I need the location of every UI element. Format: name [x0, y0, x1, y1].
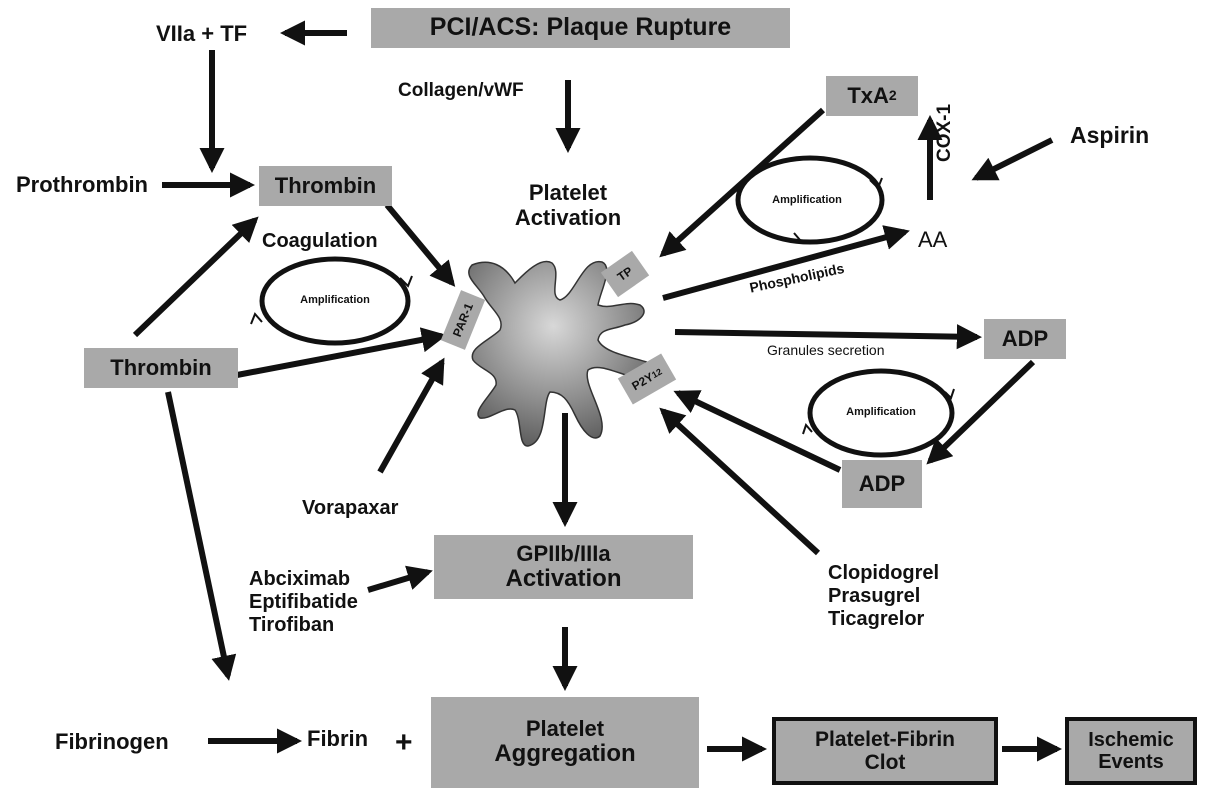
prothrombin-label: Prothrombin: [16, 172, 148, 197]
arrow-vorapaxar-to-par1: [380, 362, 442, 472]
coagulation-label: Coagulation: [262, 230, 378, 253]
arrow-thrombin-to-par1: [387, 205, 452, 283]
arrow-adp-down: [930, 362, 1033, 461]
gpiib-line1: GPIIb/IIIa: [516, 542, 610, 566]
clot-line1: Platelet-Fibrin: [815, 728, 955, 751]
aspirin-label: Aspirin: [1070, 122, 1149, 148]
arrow-aspirin-to-cox1: [976, 140, 1052, 178]
arrow-granules-to-adp: [675, 332, 977, 337]
platelet-fibrin-clot-box: Platelet-Fibrin Clot: [772, 717, 998, 785]
txa2-main-text: TxA: [847, 84, 889, 108]
eptifibatide-label: Eptifibatide: [249, 591, 358, 614]
abciximab-label: Abciximab: [249, 568, 358, 591]
arrow-abciximab-to-gpiib: [368, 572, 428, 590]
tirofiban-label: Tirofiban: [249, 614, 358, 637]
p2y12-inhibitors-list: Clopidogrel Prasugrel Ticagrelor: [828, 562, 939, 631]
clopidogrel-label: Clopidogrel: [828, 562, 939, 585]
arrow-thrombin-left-up: [135, 220, 255, 335]
ticagrelor-label: Ticagrelor: [828, 608, 939, 631]
fibrinogen-label: Fibrinogen: [55, 729, 169, 754]
ischemic-events-box: Ischemic Events: [1065, 717, 1197, 785]
cox1-label: COX-1: [934, 104, 956, 162]
pci-acs-box: PCI/ACS: Plaque Rupture: [371, 8, 790, 48]
adp-top-box: ADP: [984, 319, 1066, 359]
platelet-activation-line2: Activation: [505, 205, 631, 230]
loop-arrowhead-left-2: [251, 314, 262, 324]
collagen-vwf-label: Collagen/vWF: [398, 80, 524, 102]
platelet-activation-line1: Platelet: [505, 180, 631, 205]
fibrin-label: Fibrin: [307, 726, 368, 751]
arrow-thrombin-to-fibrin: [168, 392, 228, 676]
adp-bottom-box: ADP: [842, 460, 922, 508]
granules-secretion-label: Granules secretion: [767, 342, 885, 358]
vorapaxar-label: Vorapaxar: [302, 497, 398, 520]
plus-sign: +: [395, 726, 413, 761]
gp-inhibitors-list: Abciximab Eptifibatide Tirofiban: [249, 568, 358, 637]
aa-label: AA: [918, 227, 947, 252]
aggregation-line2: Aggregation: [494, 741, 635, 767]
ischemic-line2: Events: [1098, 751, 1164, 773]
amplification-label-bottom-right: Amplification: [826, 406, 936, 418]
arrow-clopidogrel-to-p2y12: [663, 411, 818, 553]
clot-line2: Clot: [865, 751, 906, 774]
viia-tf-label: VIIa + TF: [156, 21, 247, 46]
platelet-activation-label: Platelet Activation: [505, 180, 631, 231]
txa2-subscript: 2: [889, 88, 897, 103]
gpiib-line2: Activation: [505, 566, 621, 592]
thrombin-left-box: Thrombin: [84, 348, 238, 388]
thrombin-top-box: Thrombin: [259, 166, 392, 206]
prasugrel-label: Prasugrel: [828, 585, 939, 608]
platelet-aggregation-box: Platelet Aggregation: [431, 697, 699, 788]
gpiib-activation-box: GPIIb/IIIa Activation: [434, 535, 693, 599]
aggregation-line1: Platelet: [526, 717, 604, 741]
amplification-label-left: Amplification: [280, 294, 390, 306]
amplification-label-top-right: Amplification: [752, 194, 862, 206]
ischemic-line1: Ischemic: [1088, 729, 1174, 751]
